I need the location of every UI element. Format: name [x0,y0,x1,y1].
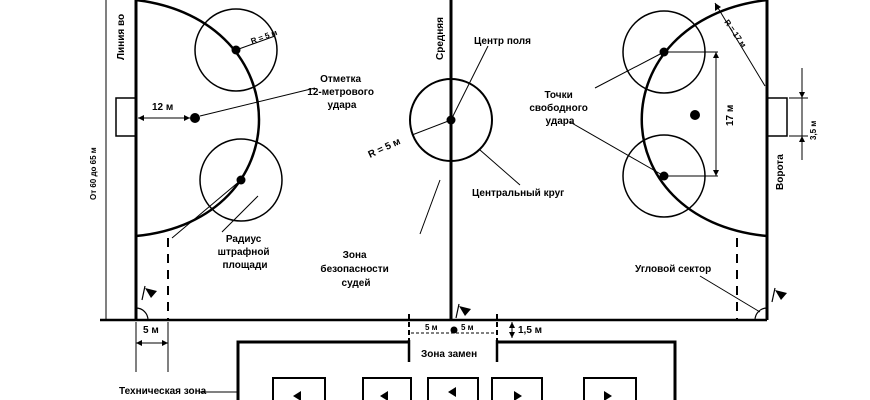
bench-3 [427,377,479,400]
right-12m-spot [690,110,700,120]
left-corner-flag [141,285,157,301]
left-lower-circle [199,138,283,222]
center-flag [455,303,471,319]
radius-17-label: R = 17 м [722,18,748,49]
sub-5m-left-label: 5 м [425,323,438,332]
left-12m-spot [190,113,200,123]
center-circle-label: Центральный круг [472,188,564,199]
labels: Линия во От 60 до 65 м 12 м R = 5 м Отме… [89,14,818,397]
goal-label: Ворота [775,154,786,190]
corner-sector-label: Угловой сектор [635,264,711,275]
bench-1 [272,377,326,400]
right-goal [766,97,788,137]
safety-zone-label: Зона безопасности судей [320,250,391,289]
left-radius-label: R = 5 м [250,28,279,46]
left-half [100,0,316,372]
sub-zone-label: Зона замен [421,349,477,360]
mark-12m-label: Отметка 12-метрового удара [307,74,376,111]
left-goal [115,97,137,137]
bench-5 [583,377,637,400]
distance-17-label: 17 м [725,105,736,126]
right-penalty-area [640,0,768,238]
free-kick-label: Точки свободного удара [529,90,590,127]
technical-zone-label: Техническая зона [119,386,207,397]
five-m-label: 5 м [143,325,159,336]
left-corner-sector [135,307,149,321]
center-spot-label: Центр поля [474,36,531,47]
left-radius-line [235,35,276,51]
technical-zone [200,340,677,400]
goal-width-label: 3,5 м [809,121,818,140]
right-corner-flag [771,287,787,303]
center-line-label: Средняя [435,17,446,60]
sub-1-5m-label: 1,5 м [518,325,542,336]
right-half [569,0,808,321]
left-upper-circle [194,8,278,92]
center-area [408,45,521,340]
distance-12-label: 12 м [152,102,173,113]
center-circle [409,78,493,162]
length-label: От 60 до 65 м [89,147,98,200]
bench-4 [491,377,543,400]
bench-2 [362,377,412,400]
penalty-radius-label: Радиус штрафной площади [218,234,273,271]
sub-5m-right-label: 5 м [461,323,474,332]
goal-line-label: Линия во [116,14,127,60]
center-radius-label: R = 5 м [367,136,403,160]
